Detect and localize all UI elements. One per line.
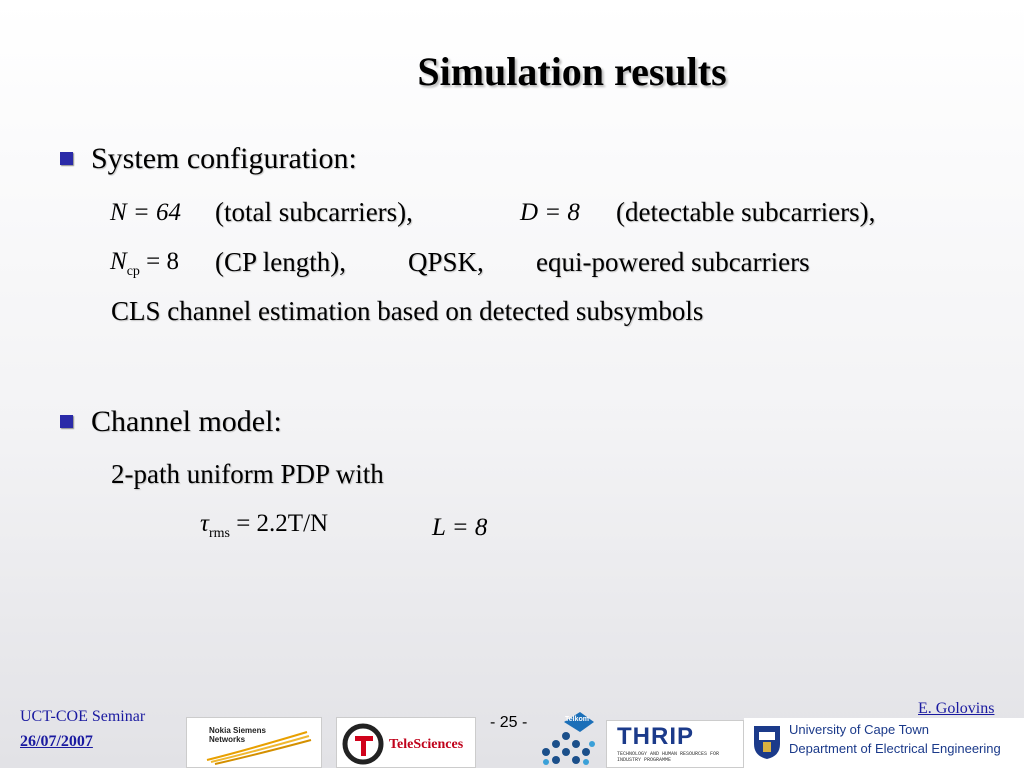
bullet-system-configuration: System configuration: bbox=[60, 142, 357, 176]
equation-l: L = 8 bbox=[432, 514, 488, 541]
thrip-subtext: TECHNOLOGY AND HUMAN RESOURCES FOR INDUS… bbox=[617, 751, 720, 763]
nsn-logo-text: Nokia Siemens Networks bbox=[209, 726, 266, 744]
bullet-heading: System configuration: bbox=[91, 142, 357, 175]
page-number: - 25 - bbox=[490, 714, 528, 731]
telkom-logo: Telkom bbox=[536, 708, 600, 768]
equation-n-total: N = 64 bbox=[110, 199, 182, 226]
uct-crest-icon bbox=[754, 726, 780, 759]
footer-date: 26/07/2007 bbox=[20, 733, 93, 750]
equation-ncp: Ncp = 8 bbox=[110, 248, 180, 279]
text-detectable-subcarriers: (detectable subcarriers), bbox=[616, 197, 876, 227]
nsn-wave-icon bbox=[206, 731, 312, 765]
text-cls-estimation: CLS channel estimation based on detected… bbox=[111, 296, 704, 326]
text-qpsk: QPSK, bbox=[408, 247, 484, 277]
text-2path-pdp: 2-path uniform PDP with bbox=[111, 459, 384, 489]
text-equi-powered: equi-powered subcarriers bbox=[536, 247, 810, 277]
footer-seminar: UCT-COE Seminar bbox=[20, 708, 146, 725]
telesciences-text: TeleSciences bbox=[389, 737, 464, 752]
equation-d-detectable: D = 8 bbox=[520, 199, 580, 226]
bullet-channel-model: Channel model: bbox=[60, 405, 282, 439]
uct-department: Department of Electrical Engineering bbox=[789, 741, 1001, 756]
equation-tau-rms: τrms = 2.2T/N bbox=[200, 510, 329, 541]
telkom-text: Telkom bbox=[565, 716, 589, 723]
slide-title: Simulation results bbox=[417, 49, 727, 94]
text-total-subcarriers: (total subcarriers), bbox=[215, 197, 413, 227]
uct-logo: University of Cape Town Department of El… bbox=[744, 718, 1024, 768]
bullet-square-icon bbox=[60, 151, 73, 165]
telkom-dots-icon bbox=[542, 712, 595, 765]
uct-name: University of Cape Town bbox=[789, 722, 929, 737]
footer-author: E. Golovins bbox=[918, 700, 995, 717]
thrip-text: THRIP bbox=[617, 723, 694, 750]
text-cp-length: (CP length), bbox=[215, 247, 346, 277]
ts-emblem-icon bbox=[342, 723, 384, 765]
bullet-heading: Channel model: bbox=[91, 405, 282, 438]
nsn-logo: Nokia Siemens Networks bbox=[186, 717, 322, 768]
bullet-square-icon bbox=[60, 414, 73, 428]
telesciences-logo: TeleSciences bbox=[336, 717, 476, 768]
thrip-logo: THRIP TECHNOLOGY AND HUMAN RESOURCES FOR… bbox=[606, 720, 744, 768]
